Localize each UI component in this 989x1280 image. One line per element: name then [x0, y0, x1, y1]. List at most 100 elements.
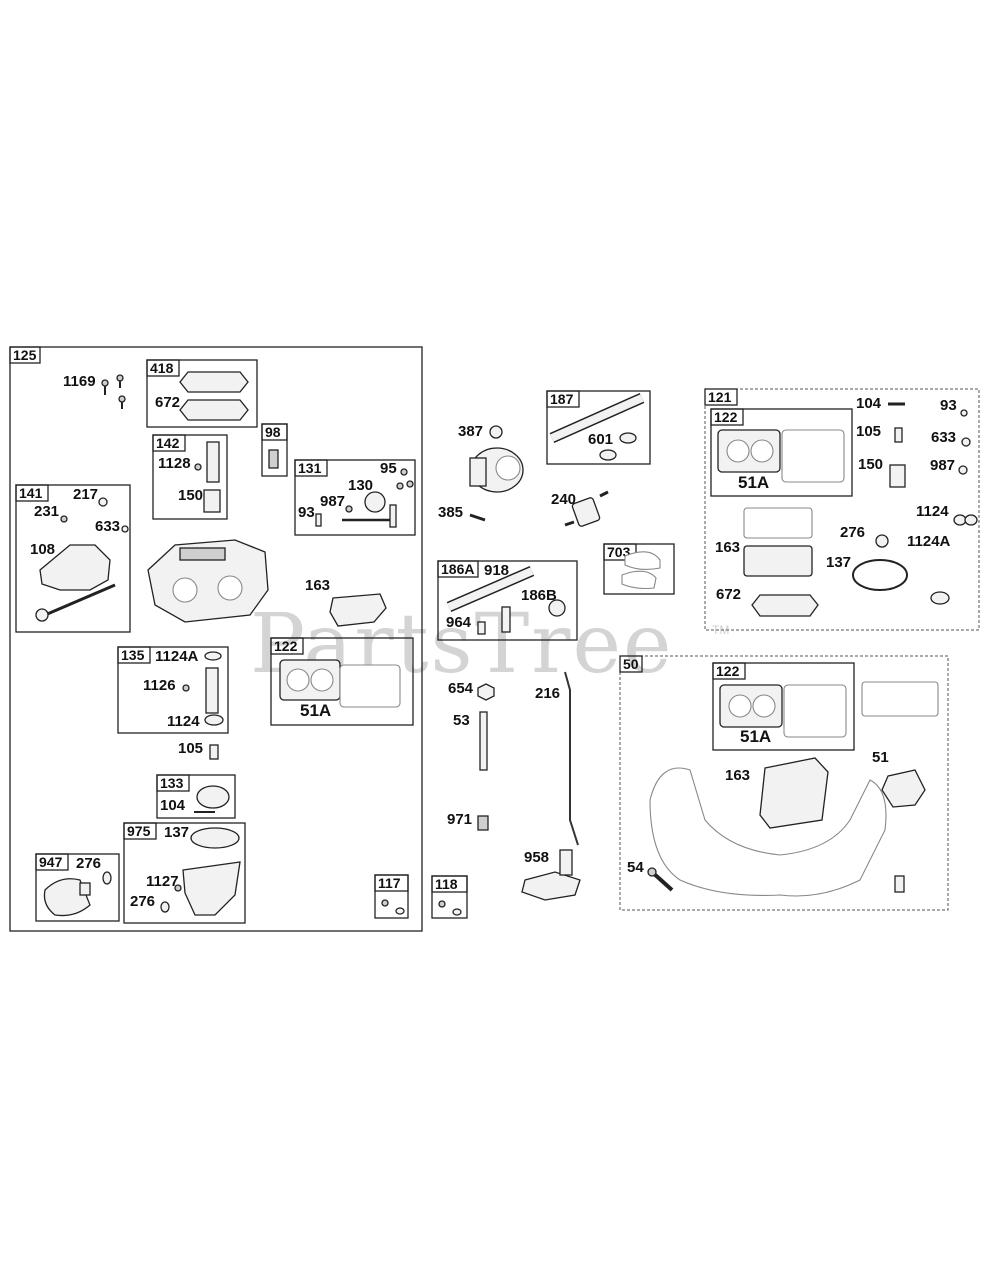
watermark-tm: TM — [712, 623, 729, 637]
svg-text:50: 50 — [623, 656, 639, 672]
svg-text:98: 98 — [265, 424, 281, 440]
part-exhaust-manifold[interactable] — [649, 767, 887, 897]
svg-text:654: 654 — [448, 680, 474, 697]
svg-text:142: 142 — [156, 435, 180, 451]
svg-text:633: 633 — [931, 429, 956, 446]
part-163-bottom[interactable]: 163 — [725, 757, 829, 829]
svg-text:918: 918 — [484, 562, 509, 579]
kit-98[interactable]: 98 — [261, 423, 288, 477]
part-633-right[interactable]: 633 — [931, 429, 971, 447]
part-105-right[interactable]: 105 — [856, 423, 903, 443]
part-gasket-50[interactable] — [861, 681, 939, 717]
part-93-right[interactable]: 93 — [940, 397, 968, 417]
part-276-right[interactable]: 276 — [840, 524, 889, 548]
part-105-jet[interactable]: 105 — [178, 740, 219, 760]
part-53-stud[interactable]: 53 — [453, 711, 488, 771]
part-150-right[interactable]: 150 — [858, 456, 906, 488]
svg-text:93: 93 — [298, 504, 315, 521]
svg-text:51A: 51A — [740, 727, 771, 746]
svg-text:187: 187 — [550, 391, 574, 407]
kit-975[interactable]: 975 137 1127 276 — [123, 822, 246, 924]
part-1124-right[interactable]: 1124 — [916, 503, 978, 526]
part-672-right[interactable]: 672 — [716, 586, 819, 617]
part-51[interactable]: 51 — [872, 749, 926, 808]
part-240-fuel-filter[interactable]: 240 — [551, 490, 609, 527]
part-163-gasket[interactable]: 163 — [305, 577, 387, 627]
part-387-fuel-pump[interactable]: 387 — [458, 423, 524, 493]
part-54-bolt[interactable]: 54 — [627, 859, 674, 892]
kit-142[interactable]: 142 1128 150 — [152, 434, 228, 520]
svg-text:133: 133 — [160, 775, 184, 791]
group-121[interactable]: 121 — [704, 388, 980, 631]
svg-text:122: 122 — [716, 663, 740, 679]
svg-text:163: 163 — [725, 767, 750, 784]
group-50[interactable]: 50 — [619, 655, 949, 911]
kit-133[interactable]: 133 104 — [156, 774, 236, 819]
part-1124A-right[interactable]: 1124A — [907, 533, 951, 550]
svg-text:53: 53 — [453, 712, 470, 729]
svg-text:150: 150 — [858, 456, 883, 473]
part-958-solenoid[interactable]: 958 — [521, 849, 581, 901]
svg-text:95: 95 — [380, 460, 397, 477]
part-stud-50[interactable] — [894, 875, 905, 893]
kit-122-right-bottom[interactable]: 122 51A — [712, 662, 855, 751]
svg-text:1124A: 1124A — [155, 648, 199, 665]
svg-text:150: 150 — [178, 487, 203, 504]
svg-text:51: 51 — [872, 749, 889, 766]
svg-text:1169: 1169 — [63, 373, 96, 390]
svg-text:387: 387 — [458, 423, 483, 440]
kit-703[interactable]: 703 — [603, 543, 675, 595]
part-216-governor-rod[interactable]: 216 — [535, 671, 579, 846]
kit-122-right-top[interactable]: 122 51A — [710, 408, 853, 497]
svg-text:122: 122 — [274, 638, 298, 654]
svg-text:137: 137 — [164, 824, 189, 841]
kit-131[interactable]: 131 95 130 987 93 — [294, 459, 416, 536]
part-654-nut[interactable]: 654 — [448, 680, 495, 701]
part-104-right[interactable]: 104 — [856, 395, 905, 412]
part-carburetor-body[interactable] — [147, 539, 269, 623]
svg-text:971: 971 — [447, 811, 472, 828]
part-971[interactable]: 971 — [447, 811, 489, 831]
svg-text:418: 418 — [150, 360, 174, 376]
part-137-right[interactable]: 137 — [826, 554, 908, 591]
kit-418[interactable]: 418 672 — [146, 359, 258, 428]
svg-text:186A: 186A — [441, 561, 474, 577]
svg-text:93: 93 — [940, 397, 957, 414]
tag-125: 125 — [13, 347, 37, 363]
part-1169-screws[interactable]: 1169 — [63, 373, 126, 409]
svg-text:1127: 1127 — [146, 873, 179, 890]
part-washer-right[interactable] — [930, 591, 950, 605]
svg-text:385: 385 — [438, 504, 463, 521]
kit-187[interactable]: 187 601 — [546, 390, 651, 465]
kit-122-left[interactable]: 122 51A — [270, 637, 414, 726]
svg-text:672: 672 — [716, 586, 741, 603]
svg-text:1128: 1128 — [158, 455, 191, 472]
svg-text:51A: 51A — [300, 701, 331, 720]
svg-text:137: 137 — [826, 554, 851, 571]
svg-text:231: 231 — [34, 503, 59, 520]
part-163-right[interactable]: 163 — [715, 507, 813, 577]
svg-text:135: 135 — [121, 647, 145, 663]
svg-text:276: 276 — [76, 855, 101, 872]
kit-135[interactable]: 135 1124A 1126 1124 — [117, 646, 229, 734]
part-385-screw[interactable]: 385 — [438, 504, 486, 522]
kit-118[interactable]: 118 — [431, 875, 468, 919]
svg-text:108: 108 — [30, 541, 55, 558]
group-125[interactable]: 125 — [9, 346, 423, 932]
kit-141[interactable]: 141 217 231 633 108 — [15, 484, 131, 633]
kit-117[interactable]: 117 — [374, 874, 409, 919]
svg-text:163: 163 — [715, 539, 740, 556]
kit-947[interactable]: 947 276 — [35, 853, 120, 922]
svg-text:276: 276 — [840, 524, 865, 541]
svg-text:122: 122 — [714, 409, 738, 425]
part-987-right[interactable]: 987 — [930, 457, 968, 475]
svg-text:117: 117 — [378, 875, 401, 891]
svg-text:130: 130 — [348, 477, 373, 494]
svg-text:104: 104 — [856, 395, 882, 412]
svg-text:672: 672 — [155, 394, 180, 411]
svg-text:105: 105 — [178, 740, 203, 757]
kit-186A[interactable]: 186A 918 186B 964 — [437, 560, 578, 641]
svg-text:54: 54 — [627, 859, 644, 876]
svg-text:1124A: 1124A — [907, 533, 951, 550]
